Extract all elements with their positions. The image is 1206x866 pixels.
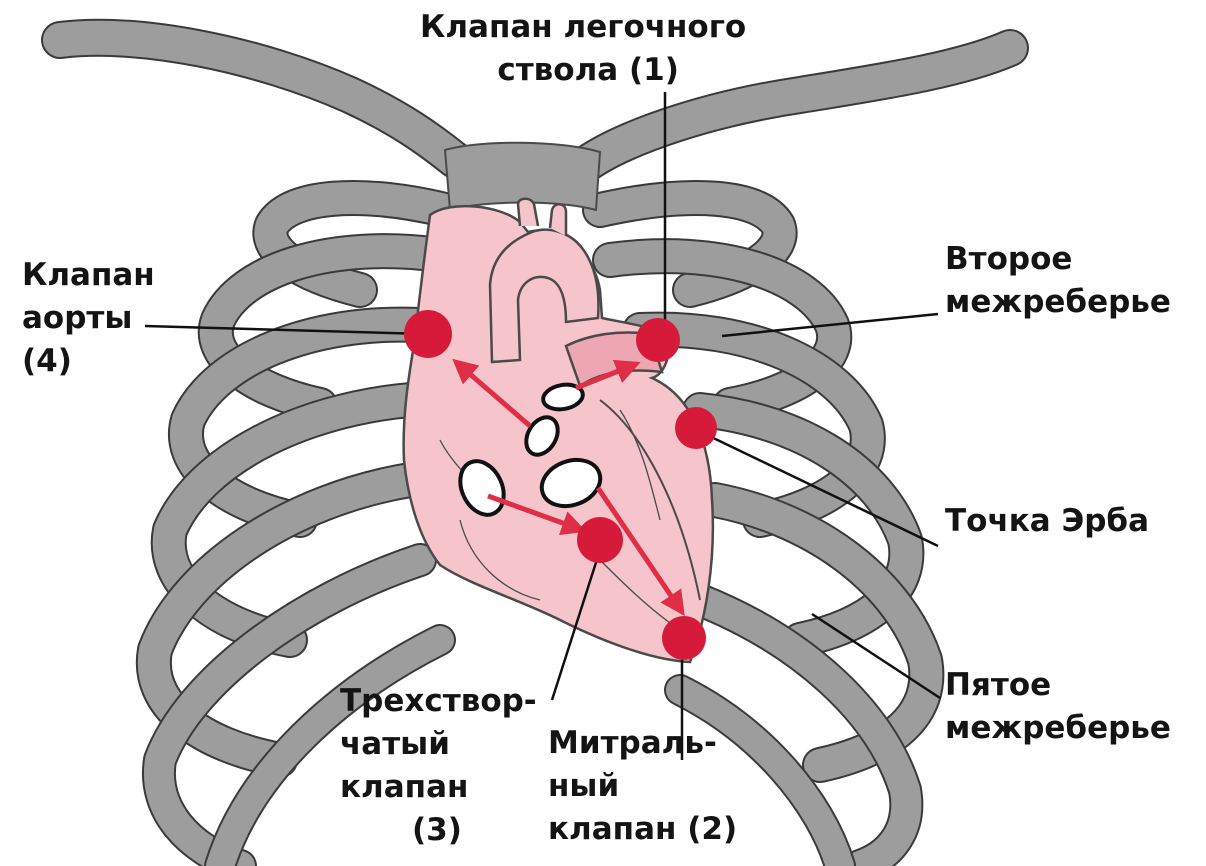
auscultation-point-aortic	[404, 310, 452, 358]
label-line: ствола (1)	[420, 49, 746, 92]
auscultation-point-pulmonary	[636, 318, 680, 362]
label-line: клапан	[340, 766, 537, 809]
label-tricuspid-valve: Трехствор- чатый клапан (3)	[340, 680, 537, 852]
auscultation-point-tricuspid	[577, 517, 623, 563]
label-line: Клапан легочного	[420, 6, 746, 49]
label-line: (4)	[22, 340, 155, 383]
label-aortic-valve: Клапан аорты (4)	[22, 254, 155, 383]
label-line: клапан (2)	[548, 808, 737, 851]
label-erb-point: Точка Эрба	[945, 500, 1149, 543]
label-line: Клапан	[22, 254, 155, 297]
auscultation-point-erb	[675, 407, 717, 449]
label-line: межреберье	[945, 281, 1171, 324]
label-line: Пятое	[945, 664, 1171, 707]
label-line: (3)	[340, 809, 537, 852]
label-fifth-intercostal: Пятое межреберье	[945, 664, 1171, 750]
label-line: межреберье	[945, 707, 1171, 750]
label-line: Точка Эрба	[945, 500, 1149, 543]
label-line: чатый	[340, 723, 537, 766]
label-second-intercostal: Второе межреберье	[945, 238, 1171, 324]
label-line: Митраль-	[548, 722, 737, 765]
auscultation-point-mitral	[662, 616, 706, 660]
label-pulmonary-valve: Клапан легочного ствола (1)	[420, 6, 746, 92]
label-line: аорты	[22, 297, 155, 340]
label-mitral-valve: Митраль- ный клапан (2)	[548, 722, 737, 851]
label-line: ный	[548, 765, 737, 808]
label-line: Второе	[945, 238, 1171, 281]
label-line: Трехствор-	[340, 680, 537, 723]
